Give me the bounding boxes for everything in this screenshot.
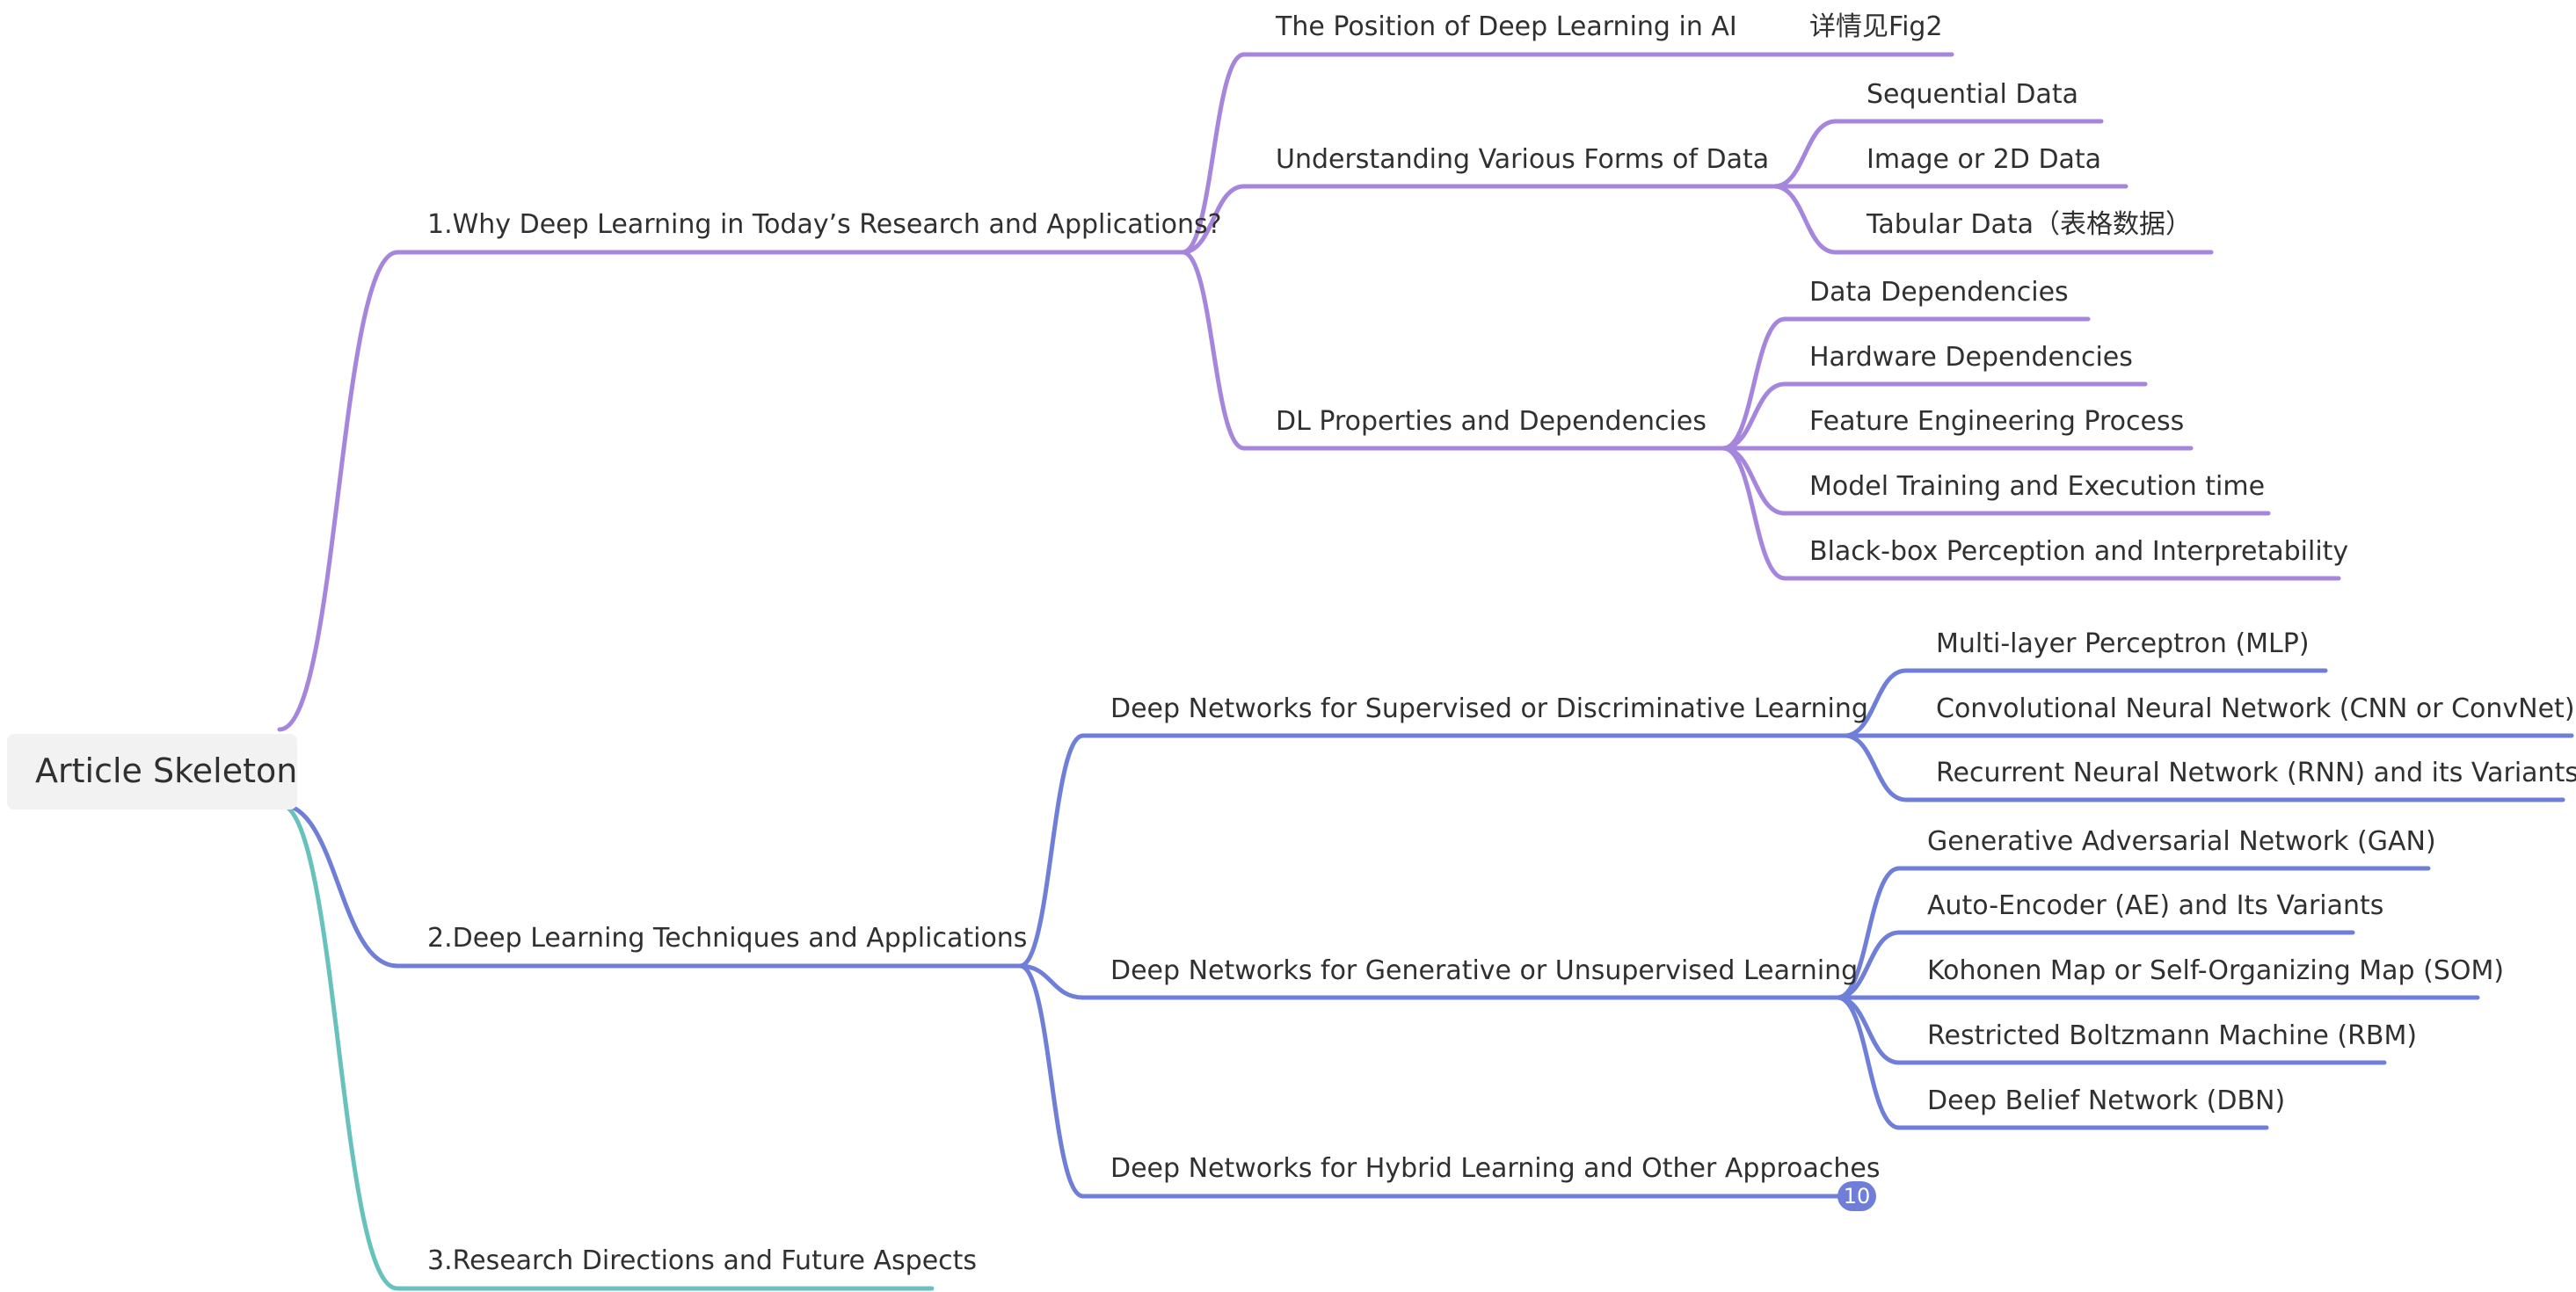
- leaf-tabular-data[interactable]: Tabular Data（表格数据）: [1867, 209, 2193, 240]
- edge-b1-position: [1180, 52, 1247, 255]
- edge-b2-unsupervised: [1017, 963, 1086, 1000]
- edge-forms-leaf-2: [1772, 184, 1838, 255]
- edge-b2-hybrid: [1017, 963, 1086, 1199]
- edge-unsup-leaf-1: [1835, 930, 1902, 1000]
- edge-prop-leaf-1: [1721, 381, 1787, 451]
- edge-b2-supervised: [1017, 733, 1086, 969]
- edge-prop-leaf-4: [1721, 446, 1787, 581]
- branch-2-label[interactable]: 2.Deep Learning Techniques and Applicati…: [427, 923, 1028, 954]
- leaf-feature-engineering[interactable]: Feature Engineering Process: [1809, 406, 2185, 437]
- edge-b1-forms: [1180, 184, 1247, 255]
- root-node[interactable]: [7, 734, 297, 809]
- edge-unsup-leaf-0: [1835, 866, 1902, 1000]
- node-supervised-learning[interactable]: Deep Networks for Supervised or Discrimi…: [1110, 693, 1868, 724]
- leaf-rbm[interactable]: Restricted Boltzmann Machine (RBM): [1927, 1020, 2418, 1051]
- edge-prop-leaf-3: [1721, 446, 1787, 516]
- edge-unsup-leaf-4: [1835, 995, 1902, 1130]
- node-position-of-dl[interactable]: The Position of Deep Learning in AI: [1276, 11, 1737, 42]
- edge-sup-leaf-0: [1842, 668, 1909, 738]
- leaf-data-dependencies[interactable]: Data Dependencies: [1809, 277, 2069, 308]
- leaf-black-box[interactable]: Black-box Perception and Interpretabilit…: [1809, 536, 2349, 567]
- branch-3-label[interactable]: 3.Research Directions and Future Aspects: [427, 1245, 978, 1276]
- edge-root-branch-1: [277, 250, 400, 732]
- leaf-autoencoder[interactable]: Auto-Encoder (AE) and Its Variants: [1927, 890, 2384, 921]
- edge-prop-leaf-0: [1721, 316, 1787, 451]
- branch-1-label[interactable]: 1.Why Deep Learning in Today’s Research …: [427, 209, 1222, 240]
- node-dl-properties[interactable]: DL Properties and Dependencies: [1276, 406, 1706, 437]
- leaf-mlp[interactable]: Multi-layer Perceptron (MLP): [1936, 628, 2310, 659]
- node-unsupervised-learning[interactable]: Deep Networks for Generative or Unsuperv…: [1110, 955, 1859, 986]
- root-label: Article Skeleton: [35, 751, 298, 790]
- leaf-image-2d-data[interactable]: Image or 2D Data: [1867, 144, 2102, 175]
- leaf-dbn[interactable]: Deep Belief Network (DBN): [1927, 1085, 2286, 1116]
- leaf-sequential-data[interactable]: Sequential Data: [1867, 79, 2079, 110]
- edge-root-branch-2: [277, 802, 400, 969]
- leaf-model-training[interactable]: Model Training and Execution time: [1809, 471, 2266, 502]
- leaf-rnn[interactable]: Recurrent Neural Network (RNN) and its V…: [1936, 758, 2576, 788]
- leaf-hardware-dependencies[interactable]: Hardware Dependencies: [1809, 342, 2133, 373]
- edge-sup-leaf-2: [1842, 733, 1909, 802]
- edge-forms-leaf-0: [1772, 119, 1838, 189]
- node-note-fig2: 详情见Fig2: [1809, 11, 1943, 42]
- leaf-gan[interactable]: Generative Adversarial Network (GAN): [1927, 826, 2436, 857]
- edge-unsup-leaf-3: [1835, 995, 1902, 1065]
- leaf-som[interactable]: Kohonen Map or Self-Organizing Map (SOM): [1927, 955, 2505, 986]
- node-forms-of-data[interactable]: Understanding Various Forms of Data: [1276, 144, 1770, 175]
- leaf-cnn[interactable]: Convolutional Neural Network (CNN or Con…: [1936, 693, 2575, 724]
- edge-root-branch-3: [277, 802, 400, 1291]
- node-hybrid-learning[interactable]: Deep Networks for Hybrid Learning and Ot…: [1110, 1153, 1881, 1184]
- edge-b1-properties: [1180, 250, 1247, 451]
- collapsed-count-badge[interactable]: 10: [1837, 1181, 1876, 1211]
